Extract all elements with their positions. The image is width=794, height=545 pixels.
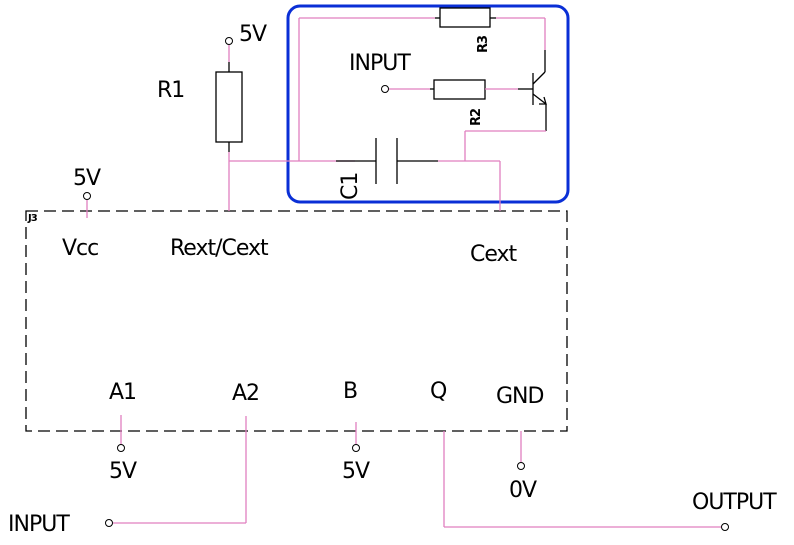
pin-label-a1: A1 — [109, 380, 136, 405]
net-label-gnd-0v: 0V — [509, 478, 537, 503]
label-c1: C1 — [338, 173, 363, 200]
net-label-b-5v: 5V — [342, 459, 370, 484]
resistor-r3[interactable] — [439, 7, 491, 28]
ic-j3-body[interactable] — [25, 210, 568, 432]
pin-label-cext: Cext — [470, 242, 518, 267]
terminal-a1-5v[interactable] — [117, 444, 125, 452]
resistor-r2[interactable] — [433, 79, 486, 100]
transistor-collector — [532, 71, 546, 85]
terminal-input-top[interactable] — [381, 85, 389, 93]
net-label-a1-5v: 5V — [109, 459, 137, 484]
terminal-output[interactable] — [721, 523, 729, 531]
net-label-r1-5v: 5V — [239, 22, 267, 47]
net-label-vcc-5v: 5V — [73, 166, 101, 191]
terminal-input-bottom[interactable] — [105, 519, 113, 527]
terminal-r1-5v[interactable] — [225, 37, 233, 45]
resistor-r1[interactable] — [215, 71, 243, 143]
label-r2: R2 — [469, 109, 484, 126]
label-r3: R3 — [476, 35, 491, 53]
net-label-input-top: INPUT — [349, 51, 411, 76]
transistor-emitter — [532, 93, 547, 105]
terminal-vcc-5v[interactable] — [83, 192, 91, 200]
ic-ref-label: J3 — [27, 213, 38, 224]
pin-label-b: B — [343, 379, 357, 404]
pin-label-q: Q — [430, 379, 447, 404]
terminal-gnd-0v[interactable] — [517, 462, 525, 470]
transistor-subcircuit-group[interactable] — [286, 4, 570, 204]
net-label-input-bottom: INPUT — [8, 512, 70, 537]
net-label-output: OUTPUT — [692, 490, 777, 515]
label-r1: R1 — [157, 78, 184, 103]
pin-label-rext-cext: Rext/Cext — [170, 236, 269, 261]
pin-label-a2: A2 — [232, 381, 259, 406]
transistor-npn[interactable] — [518, 50, 547, 131]
terminal-b-5v[interactable] — [352, 444, 360, 452]
pin-label-gnd: GND — [496, 384, 544, 409]
pin-label-vcc: Vcc — [62, 236, 98, 261]
